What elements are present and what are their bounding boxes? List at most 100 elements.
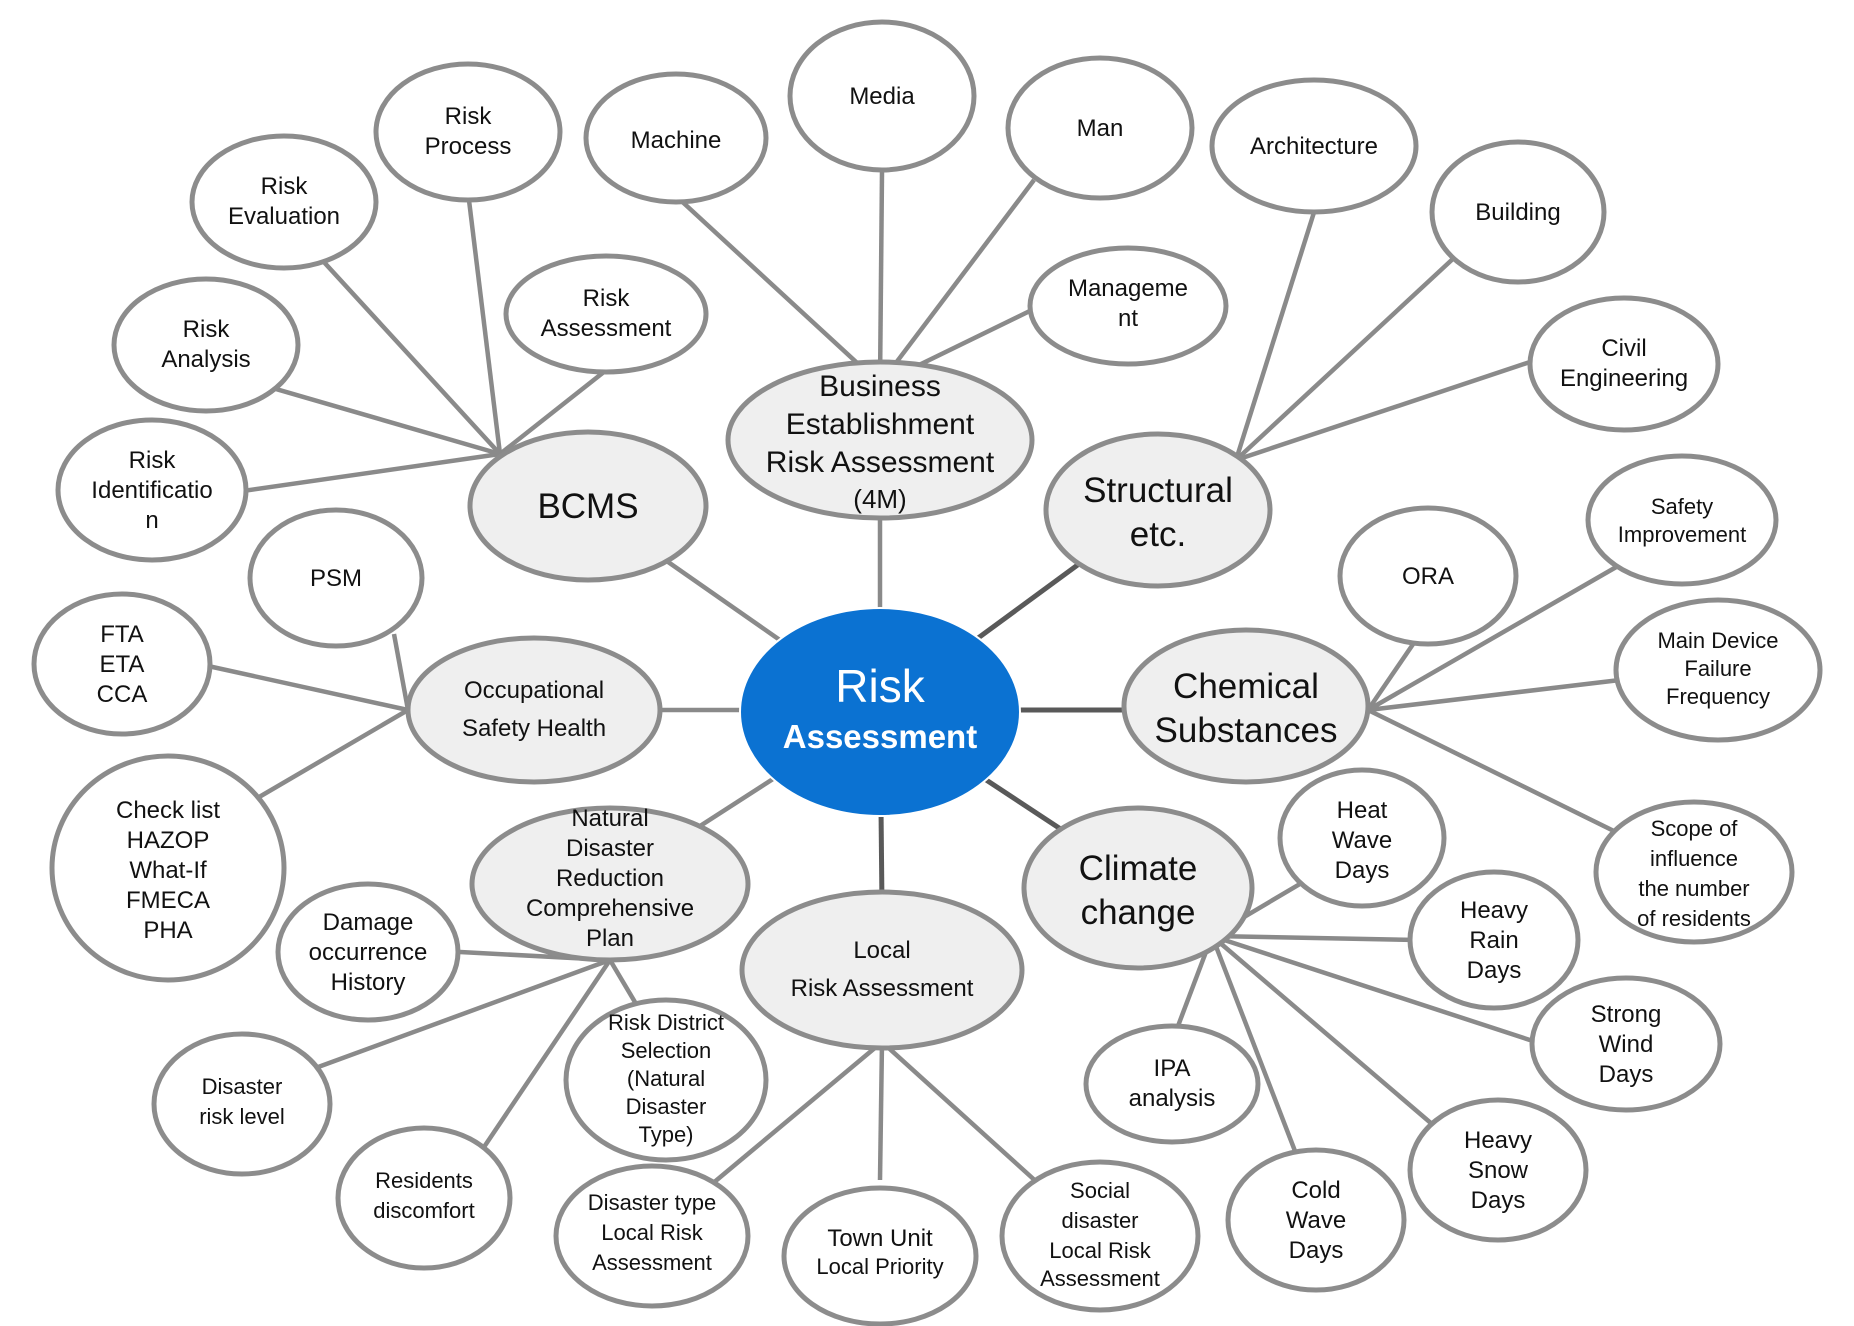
edge-bcms-risk-process <box>465 191 503 455</box>
edge-business-man <box>878 178 1036 386</box>
svg-text:ORA: ORA <box>1402 563 1454 590</box>
node-building: Building <box>1429 139 1607 285</box>
edge-local-social <box>880 1040 1052 1196</box>
svg-text:Man: Man <box>1077 115 1124 142</box>
edge-occupational-psm <box>391 633 411 711</box>
edge-chemical-scope <box>1367 707 1625 839</box>
node-architecture: Architecture <box>1209 77 1419 215</box>
node-psm: PSM <box>247 507 425 649</box>
edge-occupational-fta <box>207 663 409 713</box>
edge-structural-architecture <box>1233 205 1319 461</box>
edge-natural-residents <box>480 958 612 1152</box>
edge-structural-civil <box>1235 357 1537 463</box>
edge-bcms-risk-identification <box>221 451 501 497</box>
edge-chemical-safety-improvement <box>1366 564 1620 712</box>
edge-climate-strong-wind <box>1211 933 1537 1045</box>
node-machine: Machine <box>583 71 769 205</box>
edge-chemical-main-device <box>1367 677 1621 713</box>
node-man: Man <box>1005 55 1195 201</box>
svg-text:Machine: Machine <box>631 127 722 154</box>
edge-business-media <box>877 171 885 385</box>
edge-climate-cold-wave <box>1209 935 1303 1165</box>
svg-text:Architecture: Architecture <box>1250 133 1378 160</box>
node-media: Media <box>787 19 977 173</box>
edge-business-machine <box>674 194 882 386</box>
svg-text:Media: Media <box>849 83 915 110</box>
edge-structural-building <box>1234 254 1458 462</box>
node-ora: ORA <box>1337 505 1519 647</box>
edge-occupational-checklist <box>252 708 410 802</box>
svg-text:BCMS: BCMS <box>537 487 638 526</box>
hub-bcms: BCMS <box>467 429 709 583</box>
edge-chemical-ora <box>1366 632 1422 712</box>
svg-text:Building: Building <box>1475 199 1560 226</box>
edge-local-town <box>877 1041 885 1181</box>
edge-climate-heavy-rain <box>1211 933 1419 943</box>
edge-local-disaster-type <box>698 1040 884 1196</box>
edge-bcms-risk-analysis <box>237 375 501 457</box>
edge-bcms-risk-evaluation <box>298 234 502 456</box>
edge-bcms-risk-assessment <box>498 362 616 456</box>
edge-natural-disaster-level <box>309 957 611 1073</box>
svg-text:PSM: PSM <box>310 565 362 592</box>
